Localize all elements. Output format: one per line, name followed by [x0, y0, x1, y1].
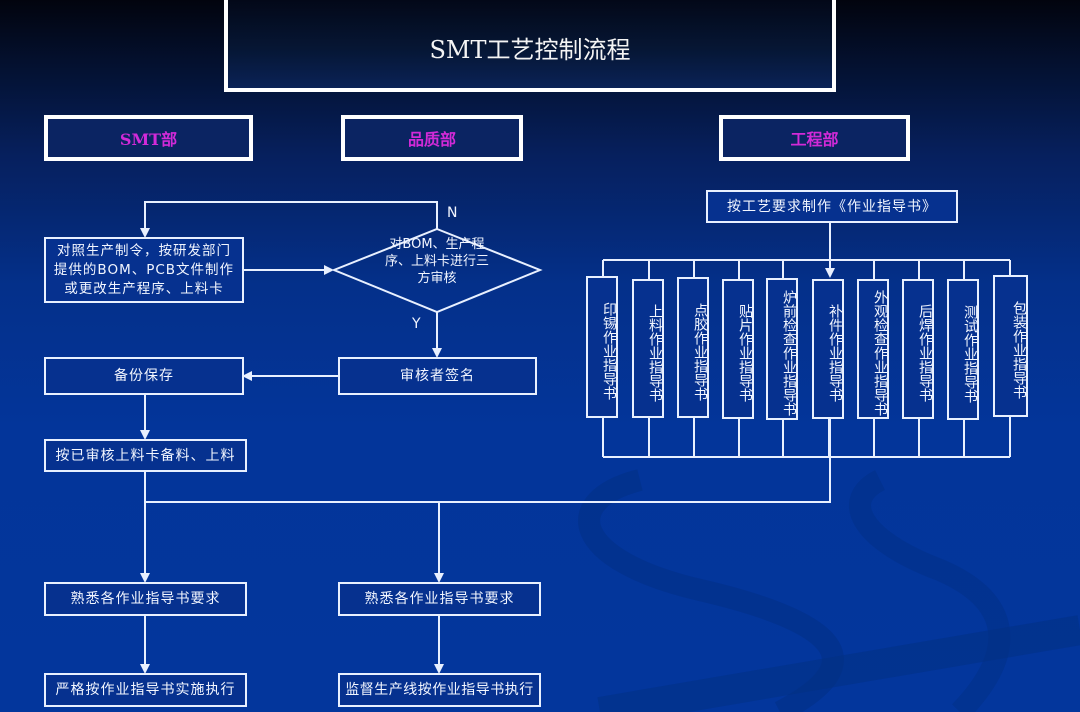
- prepare-program-box: 对照生产制令，按研发部门提供的BOM、PCB文件制作或更改生产程序、上料卡: [44, 237, 244, 303]
- page-title: SMT工艺控制流程: [429, 35, 631, 64]
- instruction-box: 炉前检查作业指导书: [766, 278, 798, 420]
- title-box: SMT工艺控制流程: [224, 0, 836, 92]
- quality-familiarize-box: 熟悉各作业指导书要求: [338, 582, 541, 616]
- signoff-box: 审核者签名: [338, 357, 537, 395]
- signoff-text: 审核者签名: [400, 368, 475, 384]
- instruction-box: 补件作业指导书: [812, 279, 844, 419]
- instruction-text: 印锡作业指导书: [601, 302, 617, 400]
- department-smt: SMT部: [44, 115, 253, 161]
- instruction-text: 补件作业指导书: [827, 304, 843, 402]
- instruction-box: 包装作业指导书: [993, 275, 1028, 417]
- instruction-text: 点胶作业指导书: [692, 302, 708, 401]
- make-instructions-text: 按工艺要求制作《作业指导书》: [727, 198, 937, 215]
- supervise-box: 监督生产线按作业指导书执行: [338, 673, 541, 707]
- execute-box: 严格按作业指导书实施执行: [44, 673, 247, 707]
- instruction-text: 上料作业指导书: [647, 303, 663, 402]
- review-decision-diamond: [331, 227, 543, 314]
- yes-label: Y: [412, 316, 421, 332]
- instruction-text: 外观检查作业指导书: [872, 290, 888, 416]
- smt-familiarize-box: 熟悉各作业指导书要求: [44, 582, 247, 616]
- execute-text: 严格按作业指导书实施执行: [55, 682, 236, 698]
- connector-main-bus: [145, 418, 831, 503]
- review-decision-text: 对BOM、生产程序、上料卡进行三方审核: [384, 237, 489, 286]
- load-materials-text: 按已审核上料卡备料、上料: [55, 447, 236, 464]
- smt-familiarize-text: 熟悉各作业指导书要求: [70, 591, 221, 607]
- prepare-program-text: 对照生产制令，按研发部门提供的BOM、PCB文件制作或更改生产程序、上料卡: [53, 242, 235, 297]
- instruction-box: 上料作业指导书: [632, 279, 664, 418]
- instruction-text: 包装作业指导书: [1011, 301, 1027, 399]
- instruction-box: 测试作业指导书: [947, 279, 979, 420]
- make-instructions-box: 按工艺要求制作《作业指导书》: [706, 190, 958, 223]
- backup-box: 备份保存: [44, 357, 244, 395]
- quality-familiarize-text: 熟悉各作业指导书要求: [364, 591, 515, 607]
- backup-text: 备份保存: [114, 368, 174, 384]
- connector-no-loop: [140, 201, 438, 238]
- instruction-text: 炉前检查作业指导书: [781, 290, 797, 416]
- department-engineering: 工程部: [719, 115, 910, 161]
- instruction-box: 后焊作业指导书: [902, 279, 934, 419]
- instruction-text: 贴片作业指导书: [737, 304, 753, 402]
- no-label: N: [447, 205, 458, 221]
- instruction-box: 印锡作业指导书: [586, 276, 618, 418]
- instruction-text: 后焊作业指导书: [917, 304, 933, 402]
- supervise-text: 监督生产线按作业指导书执行: [345, 682, 534, 698]
- instruction-box: 贴片作业指导书: [722, 279, 754, 419]
- department-quality: 品质部: [341, 115, 523, 161]
- instruction-box: 点胶作业指导书: [677, 277, 709, 418]
- instruction-box: 外观检查作业指导书: [857, 279, 889, 419]
- instruction-text: 测试作业指导书: [962, 304, 978, 403]
- load-materials-box: 按已审核上料卡备料、上料: [44, 439, 247, 472]
